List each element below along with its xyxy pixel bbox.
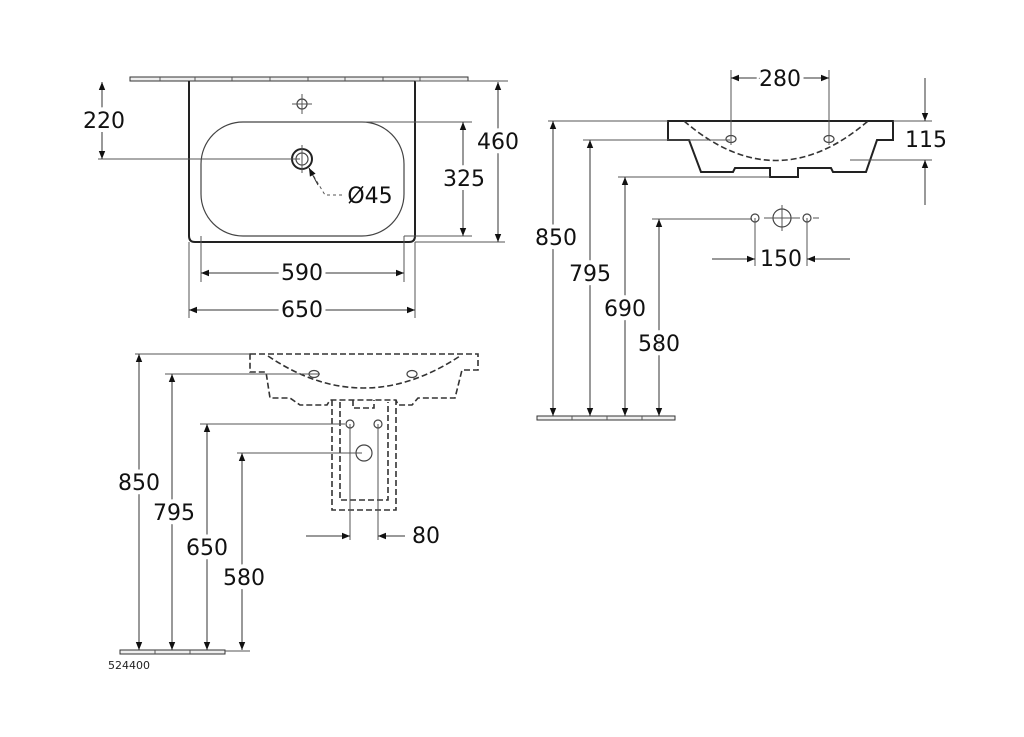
tap-hole-icon bbox=[406, 369, 418, 379]
dim-drain-diameter: Ø45 bbox=[347, 184, 392, 209]
floor-bar bbox=[536, 415, 676, 421]
article-number: 524400 bbox=[108, 659, 150, 672]
dim-height-underside: 690 bbox=[604, 297, 646, 322]
dim-height-hole: 795 bbox=[569, 262, 611, 287]
dim-bowl-width: 590 bbox=[281, 261, 323, 286]
bowl-outline bbox=[200, 121, 405, 237]
basin-outline bbox=[188, 81, 416, 243]
dim-tap-offset: 220 bbox=[83, 109, 125, 134]
dim-supply-spacing: 80 bbox=[412, 524, 440, 549]
dim-depth: 460 bbox=[477, 130, 519, 155]
front-view: 850 795 650 580 80 524400 bbox=[108, 353, 479, 672]
floor-bar bbox=[119, 649, 226, 655]
drain-leader bbox=[309, 169, 348, 196]
dim-height-supply: 650 bbox=[186, 536, 228, 561]
dim-height-top: 850 bbox=[118, 471, 160, 496]
dim-bowl-depth: 325 bbox=[443, 167, 485, 192]
pedestal-dashed-outline bbox=[331, 400, 397, 511]
dim-height-hole: 795 bbox=[153, 501, 195, 526]
wall-bar bbox=[129, 76, 469, 82]
side-view: 280 115 850 795 690 580 150 bbox=[531, 63, 951, 421]
dim-height-top: 850 bbox=[535, 226, 577, 251]
top-view: Ø45 220 460 325 590 650 bbox=[79, 76, 523, 327]
basin-side-outline bbox=[667, 120, 894, 178]
dim-width: 650 bbox=[281, 298, 323, 323]
dim-height-drain: 580 bbox=[638, 332, 680, 357]
dim-basin-height: 115 bbox=[905, 128, 947, 153]
dim-tap-spacing: 280 bbox=[759, 67, 801, 92]
dim-supply-spacing: 150 bbox=[760, 247, 802, 272]
tap-hole-icon bbox=[292, 94, 312, 114]
dim-height-drain: 580 bbox=[223, 566, 265, 591]
basin-dashed-outline bbox=[249, 353, 479, 406]
